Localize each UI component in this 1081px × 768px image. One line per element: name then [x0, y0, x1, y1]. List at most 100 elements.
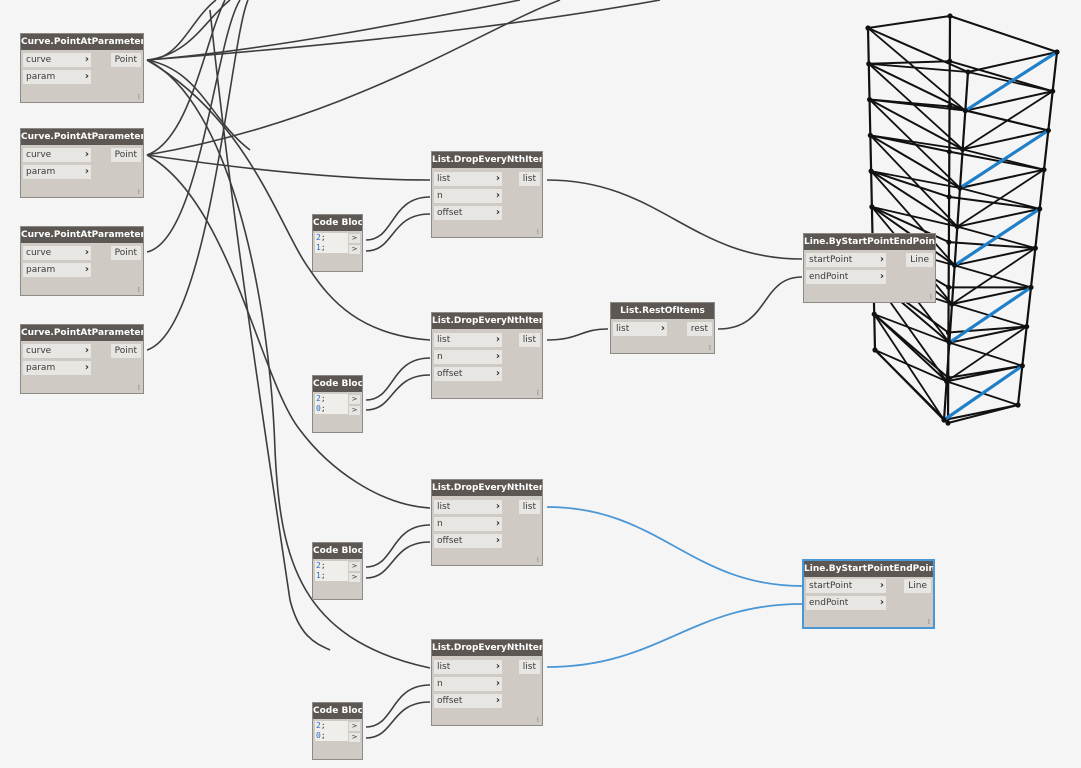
input-port-list[interactable]: list› [434, 172, 502, 186]
code-block-node[interactable]: Code Block 2; 0; > > [312, 702, 363, 760]
tower-vertex [865, 25, 871, 31]
input-port-param[interactable]: param› [23, 361, 91, 375]
code-editor[interactable]: 2; 0; [315, 394, 348, 414]
output-port-line[interactable]: Line [904, 579, 931, 593]
resize-grip-icon[interactable]: ⁞ [536, 716, 539, 724]
tower-beam [949, 105, 1049, 132]
wire [146, 0, 661, 61]
resize-grip-icon[interactable]: ⁞ [929, 293, 932, 301]
input-port-start-point[interactable]: startPoint› [806, 579, 886, 593]
resize-grip-icon[interactable]: ⁞ [536, 556, 539, 564]
input-port-curve[interactable]: curve› [23, 53, 91, 67]
input-port-offset[interactable]: offset› [434, 534, 502, 548]
resize-grip-icon[interactable]: ⁞ [708, 344, 711, 352]
curve-point-at-parameter-node[interactable]: Curve.PointAtParameter curve› param› Poi… [20, 324, 144, 394]
curve-point-at-parameter-node[interactable]: Curve.PointAtParameter curve› param› Poi… [20, 128, 144, 198]
input-port-list[interactable]: list› [434, 500, 502, 514]
tower-beam [868, 60, 950, 65]
output-port[interactable]: > [349, 406, 360, 415]
output-port-list[interactable]: list [518, 172, 540, 186]
input-port-list[interactable]: list› [613, 322, 667, 336]
tower-beam [954, 247, 1036, 267]
input-port-list[interactable]: list› [434, 660, 502, 674]
port-label: list [437, 502, 451, 512]
tower-beam [867, 15, 951, 29]
code-block-node[interactable]: Code Block 2; 1; > > [312, 542, 363, 600]
tower-brace [949, 341, 1023, 367]
output-port-point[interactable]: Point [110, 148, 141, 162]
input-port-start-point[interactable]: startPoint› [806, 253, 886, 267]
tower-vertex [1015, 402, 1021, 408]
list-rest-of-items-node[interactable]: List.RestOfItems list› rest ⁞ [610, 302, 715, 354]
output-port[interactable]: > [349, 395, 360, 404]
code-editor[interactable]: 2; 1; [315, 233, 348, 253]
input-port-curve[interactable]: curve› [23, 246, 91, 260]
tower-brace-highlight [964, 50, 1058, 113]
resize-grip-icon[interactable]: ⁞ [137, 384, 140, 392]
output-port-list[interactable]: list [518, 660, 540, 674]
input-port-n[interactable]: n› [434, 517, 502, 531]
output-port[interactable]: > [349, 573, 360, 582]
curve-point-at-parameter-node[interactable]: Curve.PointAtParameter curve› param› Poi… [20, 33, 144, 103]
wire [146, 0, 249, 351]
input-port-offset[interactable]: offset› [434, 367, 502, 381]
list-drop-every-nth-item-node[interactable]: List.DropEveryNthItem list› n› offset› l… [431, 639, 543, 726]
port-label: endPoint [809, 272, 849, 282]
resize-grip-icon[interactable]: ⁞ [536, 389, 539, 397]
tower-beam [869, 98, 964, 151]
input-port-curve[interactable]: curve› [23, 148, 91, 162]
list-drop-every-nth-item-node[interactable]: List.DropEveryNthItem list› n› offset› l… [431, 479, 543, 566]
output-port[interactable]: > [349, 733, 360, 742]
line-by-start-point-end-point-node[interactable]: Line.ByStartPointEndPoint startPoint› en… [802, 559, 935, 629]
input-port-list[interactable]: list› [434, 333, 502, 347]
input-port-n[interactable]: n› [434, 350, 502, 364]
tower-vertex [957, 185, 963, 191]
input-port-n[interactable]: n› [434, 677, 502, 691]
output-port[interactable]: > [349, 562, 360, 571]
wire-selected [546, 506, 803, 587]
tower-beam [946, 364, 1023, 383]
curve-point-at-parameter-node[interactable]: Curve.PointAtParameter curve› param› Poi… [20, 226, 144, 296]
tower-vertex [960, 146, 966, 152]
output-port[interactable]: > [349, 245, 360, 254]
tower-vertex [946, 284, 952, 290]
tower-beam [962, 129, 1049, 151]
output-port-point[interactable]: Point [110, 246, 141, 260]
output-port-list[interactable]: list [518, 500, 540, 514]
input-port-n[interactable]: n› [434, 189, 502, 203]
code-block-node[interactable]: Code Block 2; 1; > > [312, 214, 363, 272]
line-by-start-point-end-point-node[interactable]: Line.ByStartPointEndPoint startPoint› en… [803, 233, 936, 303]
chevron-right-icon: › [879, 271, 884, 282]
input-port-param[interactable]: param› [23, 165, 91, 179]
output-port-point[interactable]: Point [110, 53, 141, 67]
wire [146, 0, 521, 61]
input-port-end-point[interactable]: endPoint › [806, 270, 886, 284]
output-port-rest[interactable]: rest [686, 322, 712, 336]
input-port-param[interactable]: param› [23, 263, 91, 277]
resize-grip-icon[interactable]: ⁞ [927, 618, 930, 626]
port-label: offset [437, 696, 463, 706]
code-block-node[interactable]: Code Block 2; 0; > > [312, 375, 363, 433]
resize-grip-icon[interactable]: ⁞ [536, 228, 539, 236]
output-port[interactable]: > [349, 722, 360, 731]
wire [717, 276, 803, 330]
chevron-right-icon: › [495, 334, 500, 345]
port-label: curve [26, 346, 52, 356]
resize-grip-icon[interactable]: ⁞ [137, 286, 140, 294]
output-port-list[interactable]: list [518, 333, 540, 347]
input-port-end-point[interactable]: endPoint› [806, 596, 886, 610]
tower-vertex [946, 340, 952, 346]
input-port-curve[interactable]: curve› [23, 344, 91, 358]
resize-grip-icon[interactable]: ⁞ [137, 188, 140, 196]
output-port-point[interactable]: Point [110, 344, 141, 358]
list-drop-every-nth-item-node[interactable]: List.DropEveryNthItem list› n› offset› l… [431, 312, 543, 399]
input-port-offset[interactable]: offset› [434, 694, 502, 708]
output-port-line[interactable]: Line [906, 253, 933, 267]
output-port[interactable]: > [349, 234, 360, 243]
input-port-param[interactable]: param› [23, 70, 91, 84]
input-port-offset[interactable]: offset› [434, 206, 502, 220]
code-editor[interactable]: 2; 1; [315, 561, 348, 581]
list-drop-every-nth-item-node[interactable]: List.DropEveryNthItem list› n› offset› l… [431, 151, 543, 238]
code-editor[interactable]: 2; 0; [315, 721, 348, 741]
resize-grip-icon[interactable]: ⁞ [137, 93, 140, 101]
